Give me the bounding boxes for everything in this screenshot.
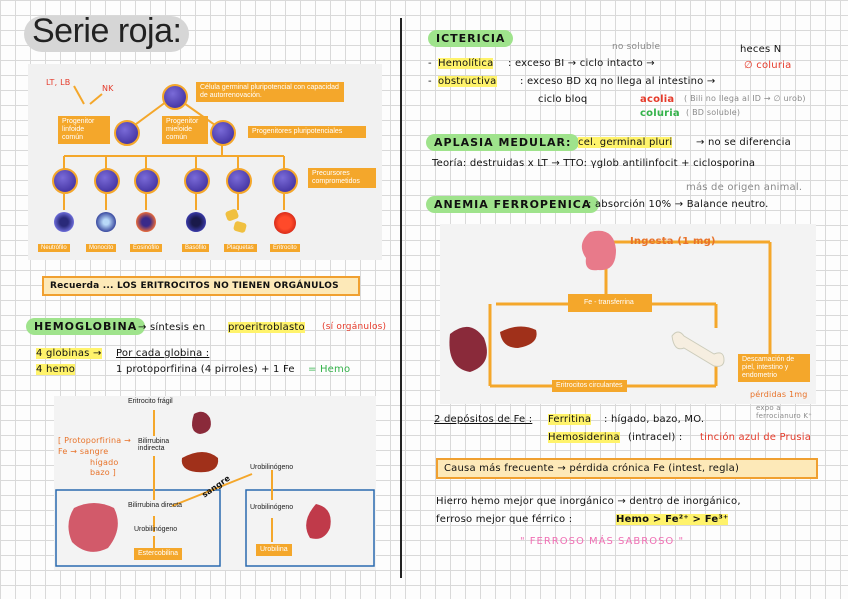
lymphoid-label: Progenitor linfoide común (58, 116, 110, 144)
eosinophil-cell (136, 212, 156, 232)
aplasia-cel: cel. germinal pluri (578, 137, 673, 148)
estercobilina-label: Estercobilina (134, 548, 183, 560)
bilirrubina-lines (55, 410, 375, 567)
urobilinogeno-right: Urobilinógeno (250, 504, 294, 511)
hemoglobina-heading: HEMOGLOBINA (26, 318, 146, 335)
eritrocito-fragil: Eritrocito frágil (128, 398, 173, 405)
hemo-result: = Hemo (308, 364, 351, 375)
causa-box: Causa más frecuente → pérdida crónica Fe… (436, 458, 818, 479)
anemia-absorcion: : absorción 10% → Balance neutro. (588, 199, 769, 210)
heces-normal: heces N (740, 44, 782, 55)
ferritina-label: Ferritina (548, 414, 592, 425)
protoporfirina-note: [ Protoporfirina → (58, 436, 132, 445)
hemoglobina-synth-prefix: → síntesis en (138, 322, 206, 333)
acolia: acolia (640, 94, 675, 105)
obstructiva-label: obstructiva (438, 76, 497, 87)
obstructiva-text: : exceso BD xq no llega al intestino → (520, 76, 716, 87)
ferroso-sabroso: " FERROSO MÁS SABROSO " (520, 536, 685, 547)
hemo-text: 4 hemo (36, 364, 76, 375)
iron-cycle-diagram: Ingesta (1 mg) Fe - transferrina Eritroc… (440, 224, 816, 404)
erythrocyte-cell (274, 212, 296, 234)
anemia-heading: ANEMIA FERROPENICA (426, 196, 600, 213)
column-divider (400, 18, 402, 578)
hemoglobina-synth-note: (sí orgánulos) (322, 322, 387, 332)
cell-label-eosinophil: Eosinófilo (130, 244, 163, 252)
ciclo-bloq: ciclo bloq (538, 94, 588, 105)
precursor-5 (226, 168, 252, 194)
mas-origen-animal: más de origen animal. (686, 182, 803, 193)
hematopoiesis-diagram: LT, LB NK Célula germinal pluripotencial… (28, 64, 382, 260)
acolia-note: ( Bili no llega al ID → ∅ urob) (684, 94, 806, 103)
recuerda-note: Recuerda ... LOS ERITROCITOS NO TIENEN O… (42, 276, 360, 296)
urobilinogeno-top: Urobilinógeno (250, 464, 294, 471)
ferritina-rest: : hígado, bazo, MO. (604, 414, 705, 425)
higado-note: hígado (90, 458, 119, 467)
hemosiderina-rest: (intracel) : (628, 432, 683, 443)
coluria: coluria (640, 108, 680, 119)
perdidas-label: pérdidas 1mg (750, 390, 808, 399)
fe-transferrina: Fe - transferrina (584, 299, 634, 306)
precursor-4 (184, 168, 210, 194)
myeloid-label: Progenitor mieloide común (162, 116, 208, 144)
por-cada-globina: Por cada globina : (116, 348, 210, 359)
expo-note: expo a ferrocianuro K⁺ (756, 404, 813, 420)
hemolitica-label: Hemolítica (438, 58, 494, 69)
precursor-3 (134, 168, 160, 194)
nk-label: NK (102, 84, 114, 93)
page-title: Serie roja: (32, 12, 182, 50)
precursor-1 (52, 168, 78, 194)
cell-label-platelets: Plaquetas (224, 244, 257, 252)
cell-label-erythrocyte: Eritrocito (270, 244, 300, 252)
no-soluble-note: no soluble (612, 42, 661, 52)
depositos-label: 2 depósitos de Fe : (434, 414, 533, 425)
tincion-label: tinción azul de Prusia (700, 432, 812, 443)
bazo-note: bazo ] (90, 468, 116, 477)
ictericia-heading: ICTERICIA (428, 30, 514, 47)
monocyte-cell (96, 212, 116, 232)
aplasia-cel-rest: → no se diferencia (696, 137, 791, 148)
title-highlight (24, 16, 189, 52)
aplasia-teoria: Teoría: destruidas x LT → TTO: γglob ant… (432, 158, 756, 169)
ingesta-label: Ingesta (1 mg) (630, 236, 716, 247)
lymphoid-progenitor (114, 120, 140, 146)
eritrocitos-circulantes: Eritrocitos circulantes (552, 380, 627, 392)
aplasia-heading: APLASIA MEDULAR: (426, 134, 580, 151)
globinas-text: 4 globinas → (36, 348, 102, 359)
fe-sangre-note: Fe → sangre (58, 447, 109, 456)
hemosiderina-label: Hemosiderina (548, 432, 620, 443)
cell-label-neutrophil: Neutrófilo (38, 244, 70, 252)
hemoglobina-synth-cell: proeritroblasto (228, 322, 305, 333)
committed-label: Precursores comprometidos (308, 168, 376, 188)
hemo-formula: 1 protoporfirina (4 pirroles) + 1 Fe (116, 364, 295, 375)
basophil-cell (186, 212, 206, 232)
precursor-2 (94, 168, 120, 194)
bilirrubina-directa: Bilirrubina directa (128, 502, 183, 509)
urobilinogeno-left: Urobilinógeno (134, 526, 178, 533)
precursor-6 (272, 168, 298, 194)
stem-cell-label: Célula germinal pluripotencial con capac… (196, 82, 344, 102)
pluripotent-label: Progenitores pluripotenciales (248, 126, 366, 138)
myeloid-progenitor (210, 120, 236, 146)
hemolitica-text: : exceso BI → ciclo intacto → (508, 58, 655, 69)
stem-cell (162, 84, 188, 110)
hierro-line-1: Hierro hemo mejor que inorgánico → dentr… (436, 496, 741, 507)
coluria-note: ( BD soluble) (686, 108, 741, 117)
bilirrubina-diagram: Eritrocito frágil [ Protoporfirina → Fe … (54, 396, 376, 570)
cell-label-basophil: Basófilo (182, 244, 210, 252)
lt-lb-label: LT, LB (46, 78, 71, 87)
bilirrubina-indirecta: Bilirrubina indirecta (138, 438, 170, 452)
hierro-line-2: ferroso mejor que férrico : (436, 514, 573, 525)
descamacion-label: Descamación de piel, intestino y endomet… (738, 354, 810, 382)
cell-label-monocyte: Monocito (86, 244, 117, 252)
coluria-no: ∅ coluria (744, 60, 792, 71)
urobilina-label: Urobilina (256, 544, 292, 556)
neutrophil-cell (54, 212, 74, 232)
hierro-formula: Hemo > Fe²⁺ > Fe³⁺ (616, 514, 729, 525)
